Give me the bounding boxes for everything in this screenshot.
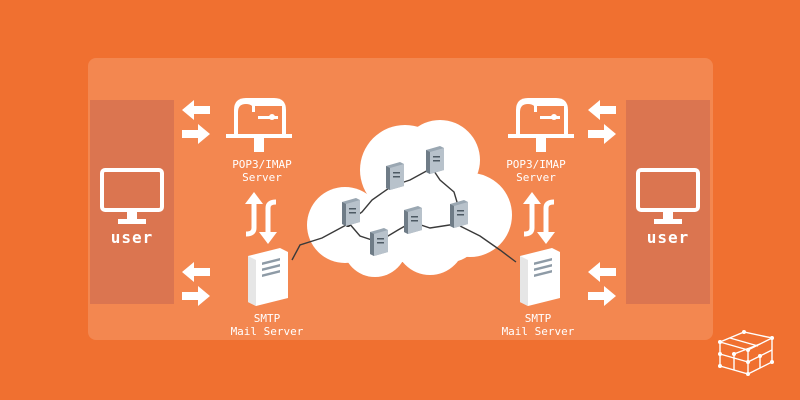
cloud-server-icon-5 [404, 206, 422, 234]
cloud-server-icon-6 [450, 200, 468, 228]
right-smtp-label-line2: Mail Server [501, 325, 575, 338]
left-bottom-arrows-icon [182, 262, 210, 306]
cloud-server-icon-2 [386, 162, 404, 190]
cloud-server-icon-3 [426, 146, 444, 174]
left-smtp-label-line1: SMTP [253, 312, 281, 325]
left-sync-icon [245, 192, 277, 244]
left-user-column: user [90, 100, 174, 304]
right-bottom-arrows-icon [588, 262, 616, 306]
left-pop-label: POP3/IMAP Server [207, 158, 317, 184]
monitor-icon [100, 168, 164, 224]
left-smtp-label: SMTP Mail Server [212, 312, 322, 338]
left-mailbox-icon [226, 98, 292, 152]
cloud-icon [307, 120, 512, 277]
right-user-label: user [646, 228, 690, 247]
left-pop-label-line2: Server [242, 171, 282, 184]
left-user-label: user [110, 228, 154, 247]
left-pop-label-line1: POP3/IMAP [232, 158, 292, 171]
right-user-column: user [626, 100, 710, 304]
cloud-server-icon-1 [342, 198, 360, 226]
left-smtp-label-line2: Mail Server [230, 325, 304, 338]
right-smtp-label: SMTP Mail Server [483, 312, 593, 338]
right-pop-label: POP3/IMAP Server [481, 158, 591, 184]
right-sync-icon [523, 192, 555, 244]
right-pop-label-line2: Server [516, 171, 556, 184]
right-smtp-server-icon [520, 248, 560, 306]
right-mailbox-icon [508, 98, 574, 152]
left-top-arrows-icon [182, 100, 210, 144]
monitor-icon [636, 168, 700, 224]
right-smtp-label-line1: SMTP [524, 312, 552, 325]
left-smtp-server-icon [248, 248, 288, 306]
cloud-server-icon-4 [370, 228, 388, 256]
cube-network-logo [718, 330, 774, 376]
right-pop-label-line1: POP3/IMAP [506, 158, 566, 171]
right-top-arrows-icon [588, 100, 616, 144]
